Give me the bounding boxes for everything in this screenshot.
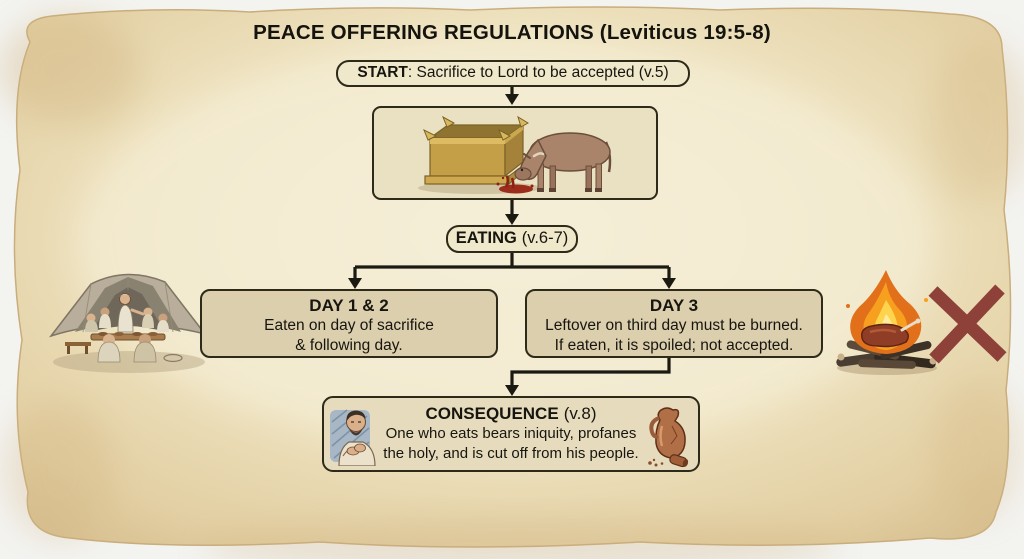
day-1-2-heading: DAY 1 & 2 — [309, 296, 389, 315]
day-1-2-node: DAY 1 & 2 Eaten on day of sacrifice & fo… — [200, 289, 498, 358]
bull — [514, 132, 612, 192]
day-3-line1: Leftover on third day must be burned. — [545, 317, 803, 334]
day-1-2-line1: Eaten on day of sacrifice — [264, 317, 434, 334]
start-node: START: Sacrifice to Lord to be accepted … — [336, 60, 690, 87]
burning-fire-illustration — [836, 270, 937, 375]
consequence-line1: One who eats bears iniquity, profanes — [385, 425, 637, 442]
blood — [496, 175, 534, 194]
tent-feast-illustration — [48, 273, 207, 373]
fire-logs — [836, 340, 937, 369]
start-text: : Sacrifice to Lord to be accepted (v.5) — [407, 64, 669, 81]
x-mark-icon — [928, 284, 1007, 364]
consequence-node: CONSEQUENCE(v.8) One who eats bears iniq… — [322, 396, 700, 472]
fire-meat — [860, 318, 921, 348]
altar-bull-illustration — [418, 115, 612, 194]
broken-jug-illustration — [648, 407, 689, 468]
day-3-line2: If eaten, it is spoiled; not accepted. — [554, 336, 794, 354]
sacrifice-image-node — [372, 106, 658, 200]
day-3-node: DAY 3 Leftover on third day must be burn… — [525, 289, 823, 358]
start-label: START — [357, 64, 408, 81]
eating-node: EATING(v.6-7) — [446, 225, 578, 253]
page-title: PEACE OFFERING REGULATIONS (Leviticus 19… — [253, 21, 771, 44]
consequence-ref: (v.8) — [563, 404, 597, 423]
mourning-man-illustration — [330, 409, 376, 466]
day-1-2-line2: & following day. — [295, 336, 403, 354]
golden-altar — [423, 115, 529, 186]
consequence-line2: the holy, and is cut off from his people… — [383, 445, 639, 462]
day-3-heading: DAY 3 — [649, 296, 699, 315]
eating-ref: (v.6-7) — [521, 229, 569, 247]
consequence-heading: CONSEQUENCE — [425, 404, 559, 423]
eating-label: EATING — [455, 229, 517, 247]
